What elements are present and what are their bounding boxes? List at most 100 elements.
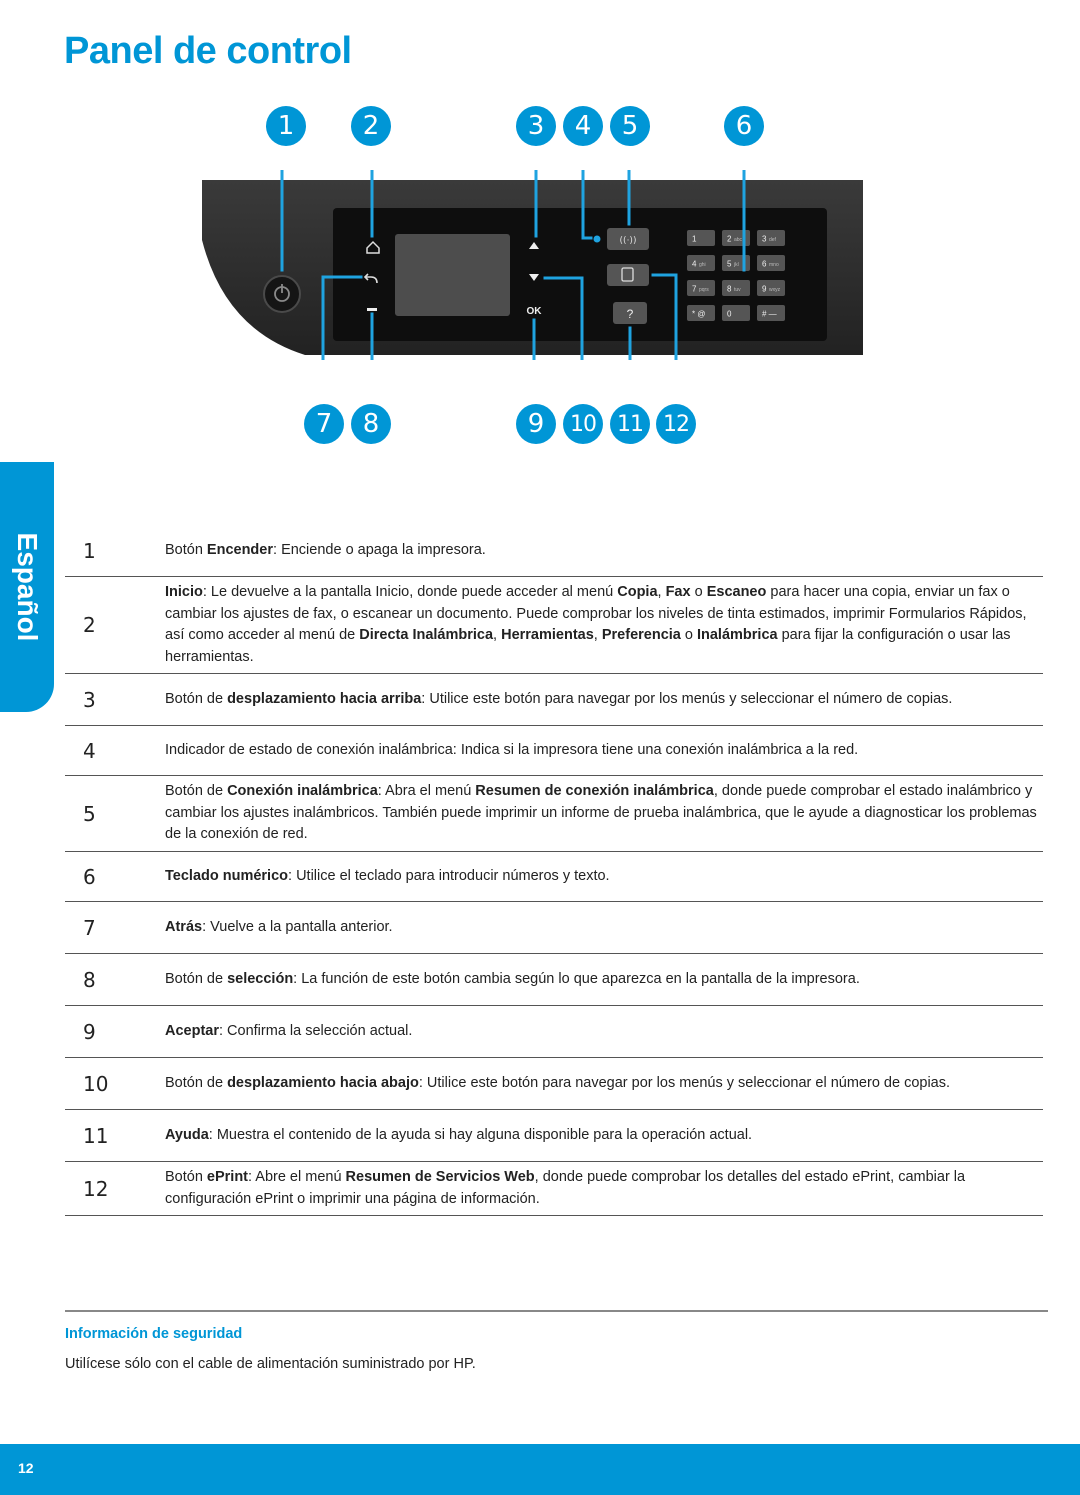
callout-4: 4: [563, 106, 603, 146]
body-text: ,: [657, 584, 666, 600]
page-title: Panel de control: [64, 30, 352, 72]
body-text: Botón: [165, 541, 207, 558]
emphasis-text: Preferencia: [601, 627, 681, 643]
eprint-icon: [621, 267, 634, 282]
wireless-icon: ((·)): [620, 236, 637, 246]
legend-description: Botón de desplazamiento hacia arriba: Ut…: [165, 684, 1043, 716]
body-text: : Utilice este botón para navegar por lo…: [418, 1074, 951, 1091]
keypad-key[interactable]: [757, 305, 785, 321]
back-icon[interactable]: [363, 273, 378, 284]
selection-button[interactable]: [367, 308, 377, 311]
emphasis-text: Encender: [206, 541, 274, 558]
legend-row: 3 Botón de desplazamiento hacia arriba: U…: [65, 674, 1043, 726]
emphasis-text: Atrás: [165, 918, 203, 935]
keypad-key[interactable]: [687, 305, 715, 321]
emphasis-text: Directa Inalámbrica: [359, 627, 494, 643]
body-text: : Utilice este botón para navegar por lo…: [421, 690, 953, 707]
legend-description: Botón ePrint: Abre el menú Resumen de Se…: [165, 1162, 1043, 1215]
legend-description: Teclado numérico: Utilice el teclado par…: [165, 861, 1043, 893]
body-text: : Vuelve a la pantalla anterior.: [202, 918, 393, 935]
emphasis-text: Resumen de conexión inalámbrica: [475, 783, 714, 800]
callout-1: 1: [266, 106, 306, 146]
keypad-key[interactable]: [687, 230, 715, 246]
keypad-digit: 7: [692, 285, 697, 294]
footer-bar: 12: [0, 1444, 1080, 1495]
keypad-letters: ghi: [699, 262, 706, 268]
keypad-digit: 2: [727, 235, 732, 244]
body-text: : Enciende o apaga la impresora.: [273, 541, 486, 558]
legend-number: 3: [83, 687, 96, 712]
keypad-key[interactable]: [722, 280, 750, 296]
keypad-letters: jkl: [733, 262, 739, 268]
callout-7: 7: [304, 404, 344, 444]
body-text: o: [680, 627, 697, 643]
legend-description: Aceptar: Confirma la selección actual.: [165, 1016, 1043, 1048]
keypad-digit: 8: [727, 285, 732, 294]
legend-row: 8 Botón de selección: La función de este …: [65, 954, 1043, 1006]
safety-text: Utilícese sólo con el cable de alimentac…: [65, 1356, 476, 1372]
legend-number: 5: [83, 801, 96, 826]
body-text: para fijar la configuración o usar las h…: [165, 627, 1011, 665]
callout-3: 3: [516, 106, 556, 146]
emphasis-text: Herramientas: [501, 627, 594, 643]
home-icon[interactable]: [366, 240, 380, 254]
ok-button[interactable]: OK: [527, 306, 543, 317]
callout-8: 8: [351, 404, 391, 444]
body-text: , donde puede comprobar el estado inalám…: [165, 783, 1037, 843]
legend-description: Botón de desplazamiento hacia abajo: Uti…: [165, 1068, 1043, 1100]
body-text: : Abre el menú: [248, 1169, 346, 1185]
legend-number: 8: [83, 967, 96, 992]
legend-number: 2: [83, 613, 96, 637]
legend-description: Botón Encender: Enciende o apaga la impr…: [165, 535, 1043, 567]
eprint-button[interactable]: [607, 264, 649, 286]
emphasis-text: Fax: [665, 584, 691, 600]
legend-description: Botón de selección: La función de este b…: [165, 964, 1043, 996]
body-text: : Confirma la selección actual.: [219, 1022, 413, 1039]
keypad-letters: abc: [734, 237, 743, 243]
callout-9: 9: [516, 404, 556, 444]
keypad-key[interactable]: [757, 255, 785, 271]
legend-description: Atrás: Vuelve a la pantalla anterior.: [165, 912, 1043, 944]
callout-10: 10: [563, 404, 603, 444]
body-text: : Muestra el contenido de la ayuda si ha…: [208, 1126, 753, 1143]
callout-12: 12: [656, 404, 696, 444]
body-text: , donde puede comprobar los detalles del…: [165, 1169, 966, 1207]
keypad-digit: 4: [692, 260, 697, 269]
body-text: : Utilice el teclado para introducir núm…: [288, 867, 610, 884]
keypad-key[interactable]: [687, 255, 715, 271]
emphasis-text: desplazamiento hacia abajo: [227, 1074, 419, 1091]
legend-number: 11: [83, 1123, 109, 1148]
legend-row: 7 Atrás: Vuelve a la pantalla anterior.: [65, 902, 1043, 954]
body-text: o: [690, 584, 707, 600]
keypad-key[interactable]: [757, 280, 785, 296]
down-arrow-icon[interactable]: [529, 274, 539, 281]
legend-number: 6: [83, 864, 96, 889]
language-tab-label: Español: [12, 532, 43, 642]
keypad-letters: pqrs: [699, 287, 709, 293]
help-label: ?: [627, 307, 634, 321]
keypad-key[interactable]: [757, 230, 785, 246]
wireless-status-indicator: [593, 235, 601, 243]
legend-number: 7: [83, 915, 96, 940]
body-text: : Abra el menú: [377, 783, 476, 800]
keypad-key[interactable]: [687, 280, 715, 296]
power-button[interactable]: [263, 275, 301, 313]
body-text: ,: [493, 627, 502, 643]
keypad-digit: 3: [762, 235, 767, 244]
callout-6: 6: [724, 106, 764, 146]
body-text: para hacer una copia, enviar un fax o ca…: [165, 584, 1027, 643]
up-arrow-icon[interactable]: [529, 242, 539, 249]
keypad-key[interactable]: [722, 305, 750, 321]
keypad-digit: * @: [692, 310, 705, 319]
keypad-digit: 9: [762, 285, 767, 294]
body-text: Botón de: [165, 970, 228, 987]
legend-number: 4: [83, 738, 96, 763]
emphasis-text: desplazamiento hacia arriba: [227, 690, 422, 707]
wireless-button[interactable]: [607, 228, 649, 250]
help-button[interactable]: [613, 302, 647, 324]
